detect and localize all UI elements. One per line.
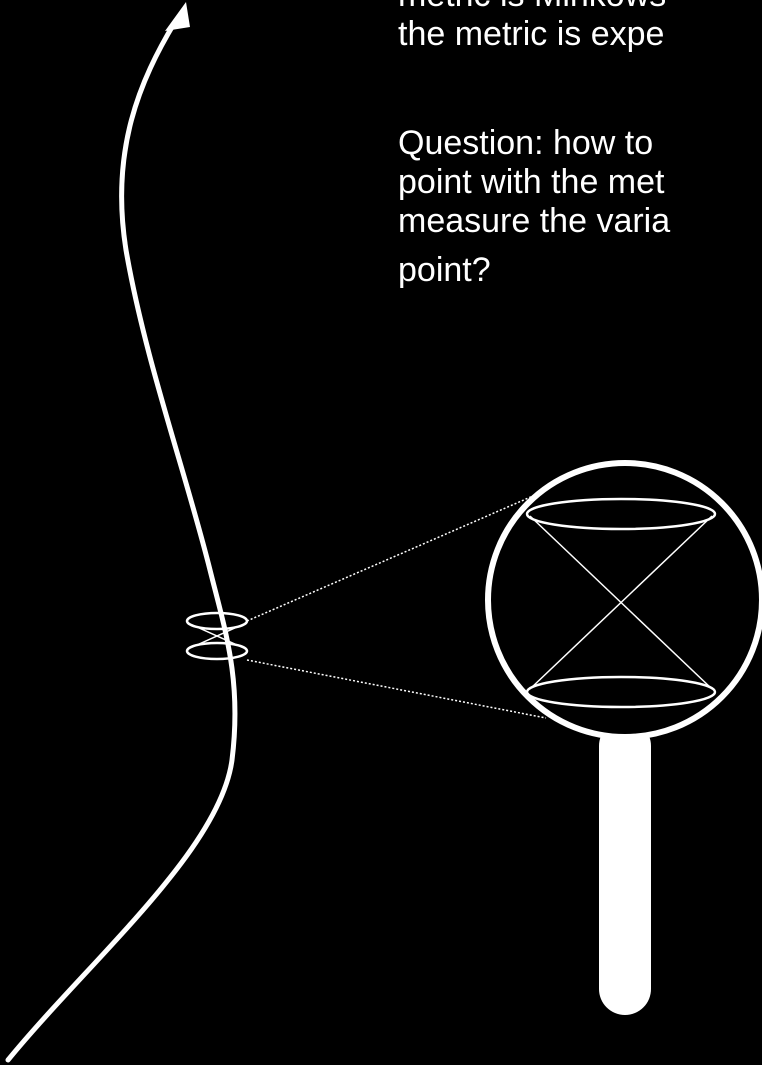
- text-line: point with the met: [398, 163, 670, 202]
- small-light-cone: [187, 613, 247, 659]
- worldline-curve: [8, 22, 235, 1060]
- text-paragraph-1: metric is Minkows the metric is expe: [398, 0, 666, 54]
- zoom-projection-line-bottom: [247, 660, 546, 718]
- text-line: point?: [398, 251, 670, 290]
- worldline-arrowhead: [165, 2, 190, 31]
- text-line: the metric is expe: [398, 15, 666, 54]
- text-line: metric is Minkows: [398, 0, 666, 15]
- text-paragraph-2: Question: how to point with the met meas…: [398, 124, 670, 290]
- text-line: Question: how to: [398, 124, 670, 163]
- magnifier-handle: [599, 720, 651, 1015]
- text-line: measure the varia: [398, 202, 670, 241]
